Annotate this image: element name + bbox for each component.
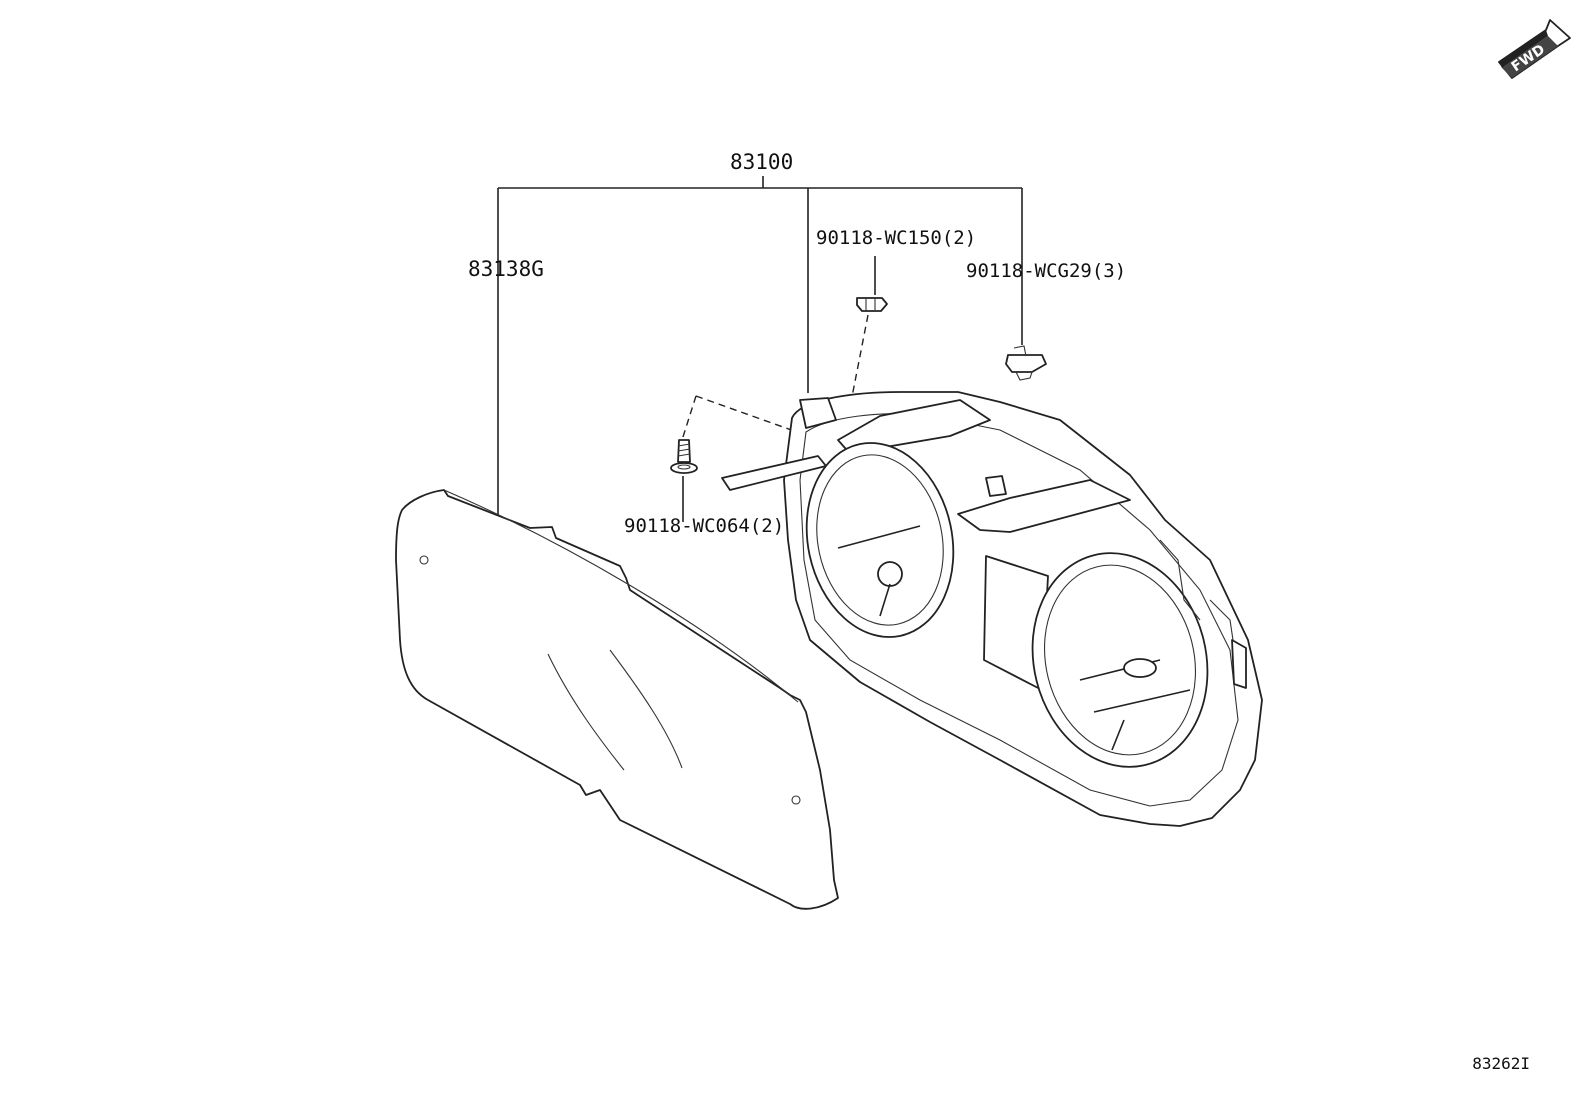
label-clip-upper: 90118-WC150(2)	[816, 227, 976, 249]
assembly-bracket	[497, 176, 1023, 515]
fwd-arrow-icon: FWD	[1498, 19, 1571, 79]
label-clip-right: 90118-WCG29(3)	[966, 260, 1126, 282]
lens-cover-part	[395, 489, 839, 910]
figure-id: 83262I	[1472, 1054, 1530, 1073]
clip-right-part	[1005, 345, 1047, 381]
clip-upper-part	[856, 297, 888, 312]
label-assembly: 83100	[730, 150, 793, 174]
label-lens-cover: 83138G	[468, 257, 544, 281]
screw-part	[670, 439, 698, 474]
label-screw: 90118-WC064(2)	[624, 515, 784, 537]
meter-housing-part	[721, 391, 1263, 827]
